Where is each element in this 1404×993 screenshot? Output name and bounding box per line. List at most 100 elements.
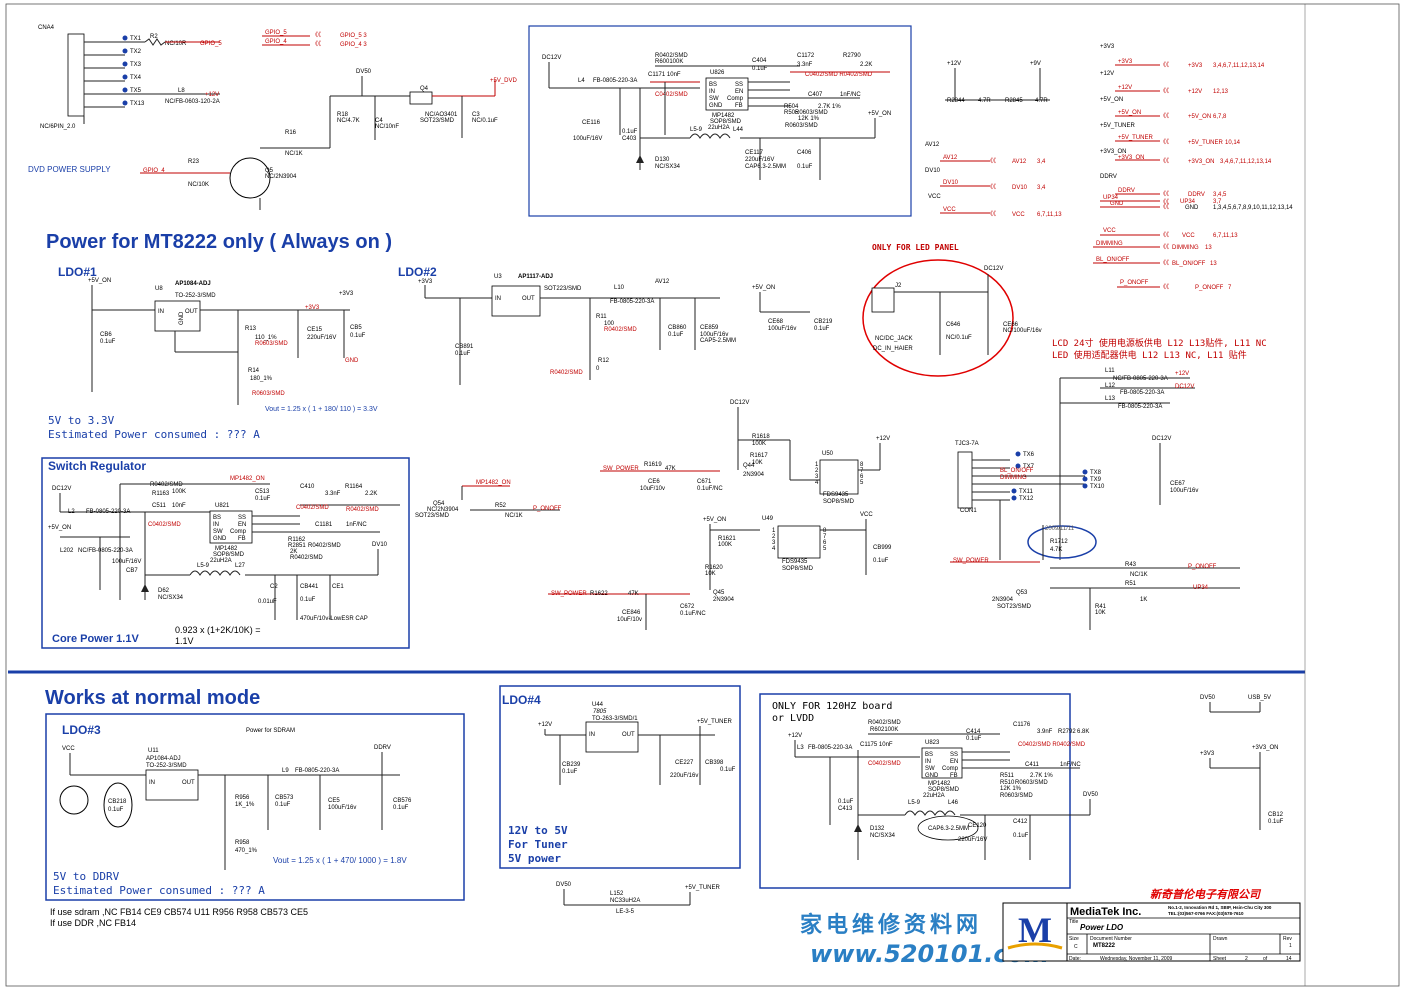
svg-text:7: 7 (823, 534, 827, 540)
cna4-label: CNA4 (38, 25, 55, 31)
title-value: Power LDO (1080, 923, 1124, 932)
svg-text:0.1uF: 0.1uF (100, 339, 116, 345)
svg-text:100uF/16v: 100uF/16v (328, 805, 356, 811)
u823-v12: +12V (788, 733, 802, 739)
svg-text:2.7K 1%: 2.7K 1% (818, 104, 841, 110)
svg-text:1: 1 (772, 528, 776, 534)
led-panel-section: ONLY FOR LED PANEL J2 NC/DC_JACK DC_IN_H… (862, 243, 1267, 377)
ponoff-offpage: P_ONOFF (1195, 285, 1224, 291)
svg-text:0.1uF: 0.1uF (300, 597, 316, 603)
q44-part: 2N3904 (743, 472, 765, 478)
svg-text:GND: GND (213, 536, 227, 542)
u50-v12: +12V (876, 436, 890, 442)
power-sdram: Power for SDRAM (246, 728, 295, 734)
gpio4-ref: GPIO_4 3 (340, 42, 367, 48)
svg-text:C403: C403 (622, 136, 637, 142)
u49-label: U49 (762, 516, 774, 522)
v5on-net: +5V_ON (1118, 110, 1141, 116)
svg-text:C1176: C1176 (1013, 722, 1031, 728)
ldo4-note1: 12V to 5V (508, 824, 568, 837)
svg-text:FB-0805-220-3A: FB-0805-220-3A (593, 78, 637, 84)
svg-text:R505: R505 (784, 110, 799, 116)
svg-text:C407: C407 (808, 92, 823, 98)
sheet-border (5, 3, 1400, 987)
svg-text:0.1uF: 0.1uF (873, 558, 889, 564)
ldo1-3v3: +3V3 (305, 305, 320, 311)
svg-text:IN: IN (495, 296, 501, 302)
dimming-pages: 13 (1205, 245, 1212, 251)
svg-text:R0603/SMD: R0603/SMD (1000, 793, 1033, 799)
svg-text:0.1uF: 0.1uF (797, 164, 813, 170)
rev-value: 1 (1289, 943, 1292, 949)
svg-text:0.1uF: 0.1uF (966, 736, 982, 742)
svg-text:R2851: R2851 (288, 543, 306, 549)
svg-text:C414: C414 (966, 729, 981, 735)
svg-text:CB219: CB219 (814, 319, 833, 325)
svg-text:CAP6.3-2.5MM: CAP6.3-2.5MM (928, 826, 969, 832)
svg-text:FB: FB (735, 103, 743, 109)
svg-text:《《: 《《 (312, 41, 321, 48)
svg-text:SOT23/SMD: SOT23/SMD (420, 118, 455, 124)
u50-label: U50 (822, 451, 834, 457)
svg-text:NC/100uF/16v: NC/100uF/16v (1003, 328, 1042, 334)
q53-part: 2N3904 (992, 597, 1014, 603)
svg-text:NC/10nF: NC/10nF (375, 124, 399, 130)
company-name: MediaTek Inc. (1070, 906, 1141, 918)
svg-text:10uF/10v: 10uF/10v (617, 617, 642, 623)
svg-text:IN: IN (925, 759, 931, 765)
svg-text:L8: L8 (178, 88, 185, 94)
heading-ldo2: LDO#2 (398, 265, 437, 279)
gnd-offpage: GND (1185, 205, 1199, 211)
dv10-pages: 3,4 (1037, 185, 1046, 191)
v12-rail-r: +12V (1100, 71, 1114, 77)
svg-text:4.7R: 4.7R (978, 98, 991, 104)
con1-label: CON1 (960, 508, 977, 514)
svg-text:R0603/SMD: R0603/SMD (795, 110, 828, 116)
svg-text:2.7K 1%: 2.7K 1% (1030, 773, 1053, 779)
svg-text:0.1uF: 0.1uF (720, 767, 736, 773)
svg-text:10K: 10K (1095, 610, 1106, 616)
svg-text:L5-9: L5-9 (690, 127, 703, 133)
svg-text:2.2K: 2.2K (860, 62, 872, 68)
svg-text:《《: 《《 (987, 158, 996, 165)
heading-ldo3: LDO#3 (62, 723, 101, 737)
heading-ldo4: LDO#4 (502, 693, 541, 707)
av12-net: AV12 (943, 155, 958, 161)
lcd-note-2: LED 使用适配器供电 L12 L13 NC, L11 贴件 (1052, 349, 1247, 361)
l-dc12v: DC12V (1175, 384, 1194, 390)
svg-text:NC/10R: NC/10R (165, 41, 187, 47)
sdram-note-1: If use sdram ,NC FB14 CE9 CB574 U11 R956… (50, 907, 308, 917)
svg-text:L10: L10 (614, 285, 625, 291)
svg-text:FB-0805-220-3A: FB-0805-220-3A (86, 509, 130, 515)
svg-text:100uF/16v: 100uF/16v (700, 332, 728, 338)
svg-text:0.1uF: 0.1uF (275, 802, 291, 808)
svg-text:0.1uF: 0.1uF (814, 326, 830, 332)
svg-text:CB5: CB5 (350, 325, 362, 331)
tx1-label: TX1 (130, 36, 142, 42)
svg-text:R2844: R2844 (947, 98, 965, 104)
svg-text:EN: EN (735, 89, 743, 95)
svg-text:C0402/SMD R0402/SMD: C0402/SMD R0402/SMD (1018, 742, 1086, 748)
svg-text:C672: C672 (680, 604, 695, 610)
core-power-label: Core Power 1.1V (52, 633, 139, 645)
svg-text:3: 3 (815, 474, 819, 480)
svg-text:OUT: OUT (622, 732, 635, 738)
gnd-pages: 1,3,4,5,6,7,8,9,10,11,12,13,14 (1213, 205, 1293, 211)
svg-text:OUT: OUT (182, 780, 195, 786)
svg-text:R504: R504 (784, 104, 799, 110)
svg-text:3.3nF: 3.3nF (325, 491, 341, 497)
sw-v5on: +5V_ON (48, 525, 71, 531)
svg-text:L12: L12 (1105, 383, 1116, 389)
ponoff-net: P_ONOFF (1120, 280, 1149, 286)
svg-text:R0402/SMD: R0402/SMD (604, 327, 637, 333)
svg-text:R1618: R1618 (752, 434, 770, 440)
dv10-rail: DV10 (925, 168, 941, 174)
svg-text:6: 6 (823, 540, 827, 546)
svg-text:《《: 《《 (1160, 204, 1169, 211)
q53-swpower: SW_POWER (953, 558, 989, 564)
u49-v5on: +5V_ON (703, 517, 726, 523)
cna4-part: NC/6PIN_2.0 (40, 124, 76, 130)
vcc-net-r: VCC (1103, 228, 1116, 234)
up34-net: UP34 (1103, 195, 1119, 201)
